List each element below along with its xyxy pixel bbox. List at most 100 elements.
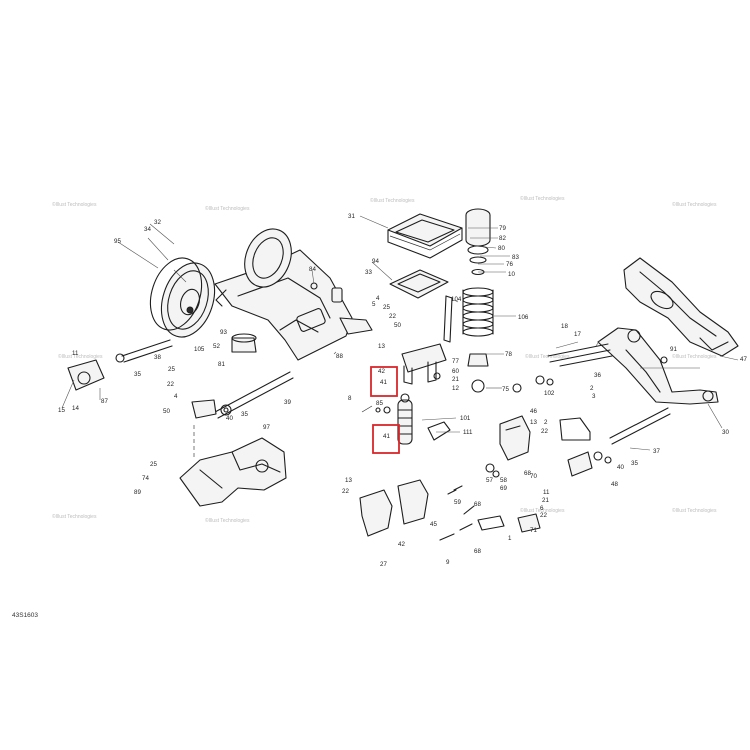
callout[interactable]: 22 — [342, 488, 349, 495]
callout[interactable]: 111 — [463, 429, 473, 436]
callout[interactable]: 15 — [58, 407, 65, 414]
callout[interactable]: 93 — [220, 329, 227, 336]
callout[interactable]: 4 — [376, 295, 380, 302]
rear-frame-rail — [623, 257, 739, 357]
callout[interactable]: 87 — [101, 398, 108, 405]
callout[interactable]: 25 — [168, 366, 175, 373]
callout[interactable]: 22 — [167, 381, 174, 388]
callout[interactable]: 106 — [518, 314, 529, 321]
callout[interactable]: 94 — [372, 258, 379, 265]
callout[interactable]: 35 — [134, 371, 141, 378]
callout[interactable]: 9 — [446, 559, 450, 566]
callout[interactable]: 85 — [376, 400, 383, 407]
callout[interactable]: 5 — [372, 301, 376, 308]
callout[interactable]: 52 — [213, 343, 220, 350]
callout[interactable]: 57 — [486, 477, 493, 484]
callout[interactable]: 3 — [592, 393, 596, 400]
highlight-box-upper — [370, 366, 398, 397]
callout[interactable]: 78 — [505, 351, 512, 358]
callout[interactable]: 88 — [336, 353, 343, 360]
callout[interactable]: 25 — [383, 304, 390, 311]
callout[interactable]: 10 — [508, 271, 515, 278]
callout[interactable]: 105 — [194, 346, 205, 353]
callout[interactable]: 60 — [452, 368, 459, 375]
callout[interactable]: 25 — [150, 461, 157, 468]
callout[interactable]: 101 — [460, 415, 471, 422]
callout[interactable]: 14 — [72, 405, 79, 412]
callout[interactable]: 46 — [530, 408, 537, 415]
callout[interactable]: 81 — [218, 361, 225, 368]
control-arm — [547, 327, 719, 445]
callout[interactable]: 89 — [134, 489, 141, 496]
callout[interactable]: 11 — [543, 489, 550, 496]
callout[interactable]: 8 — [348, 395, 352, 402]
callout[interactable]: 27 — [380, 561, 387, 568]
callout[interactable]: 69 — [500, 485, 507, 492]
callout[interactable]: 40 — [226, 415, 233, 422]
callout[interactable]: 18 — [561, 323, 568, 330]
callout[interactable]: 31 — [348, 213, 355, 220]
callout[interactable]: 68 — [524, 470, 531, 477]
callout[interactable]: 13 — [345, 477, 352, 484]
callout[interactable]: 77 — [452, 358, 459, 365]
callout[interactable]: 21 — [452, 376, 459, 383]
callout[interactable]: 22 — [541, 428, 548, 435]
callout[interactable]: 4 — [174, 393, 178, 400]
callout[interactable]: 36 — [594, 372, 601, 379]
callout[interactable]: 2 — [544, 419, 548, 426]
callout[interactable]: 42 — [398, 541, 405, 548]
callout[interactable]: 37 — [653, 448, 660, 455]
callout[interactable]: 17 — [574, 331, 581, 338]
callout[interactable]: 97 — [263, 424, 270, 431]
callout[interactable]: 13 — [530, 419, 537, 426]
callout[interactable]: 2 — [590, 385, 594, 392]
callout[interactable]: 21 — [542, 497, 549, 504]
callout[interactable]: 22 — [540, 512, 547, 519]
callout[interactable]: 6 — [540, 505, 544, 512]
callout[interactable]: 45 — [430, 521, 437, 528]
callout[interactable]: 32 — [154, 219, 161, 226]
callout[interactable]: 50 — [394, 322, 401, 329]
callout[interactable]: 104 — [451, 296, 462, 303]
callout[interactable]: 84 — [309, 266, 316, 273]
callout[interactable]: 33 — [365, 269, 372, 276]
callout[interactable]: 34 — [144, 226, 151, 233]
callout[interactable]: 102 — [544, 390, 555, 397]
callout[interactable]: 40 — [617, 464, 624, 471]
callout[interactable]: 47 — [740, 356, 747, 363]
callout[interactable]: 48 — [611, 481, 618, 488]
callout[interactable]: 59 — [454, 499, 461, 506]
callout[interactable]: 41 — [380, 379, 387, 386]
callout[interactable]: 82 — [499, 235, 506, 242]
callout[interactable]: 68 — [474, 548, 481, 555]
callout[interactable]: 68 — [474, 501, 481, 508]
callout[interactable]: 11 — [72, 350, 79, 357]
callout[interactable]: 1 — [508, 535, 512, 542]
callout[interactable]: 41 — [383, 433, 390, 440]
callout[interactable]: 76 — [506, 261, 513, 268]
callout[interactable]: 50 — [163, 408, 170, 415]
callout[interactable]: 12 — [452, 385, 459, 392]
callout[interactable]: 91 — [670, 346, 677, 353]
callout[interactable]: 22 — [389, 313, 396, 320]
callout[interactable]: 35 — [631, 460, 638, 467]
callout[interactable]: 35 — [241, 411, 248, 418]
callout[interactable]: 38 — [154, 354, 161, 361]
callout[interactable]: 95 — [114, 238, 121, 245]
callout[interactable]: 58 — [500, 477, 507, 484]
swing-arm-frame — [214, 228, 373, 361]
callout[interactable]: 30 — [722, 429, 729, 436]
callout[interactable]: 71 — [530, 527, 537, 534]
callout[interactable]: 83 — [512, 254, 519, 261]
callout[interactable]: 75 — [502, 386, 509, 393]
callout[interactable]: 79 — [499, 225, 506, 232]
callout[interactable]: 80 — [498, 245, 505, 252]
callout[interactable]: 42 — [378, 368, 385, 375]
callout[interactable]: 70 — [530, 473, 537, 480]
drive-wheel — [149, 257, 216, 338]
callout[interactable]: 13 — [378, 343, 385, 350]
callout[interactable]: 74 — [142, 475, 149, 482]
watermark: ©Illust Technologies — [52, 201, 97, 208]
callout[interactable]: 39 — [284, 399, 291, 406]
